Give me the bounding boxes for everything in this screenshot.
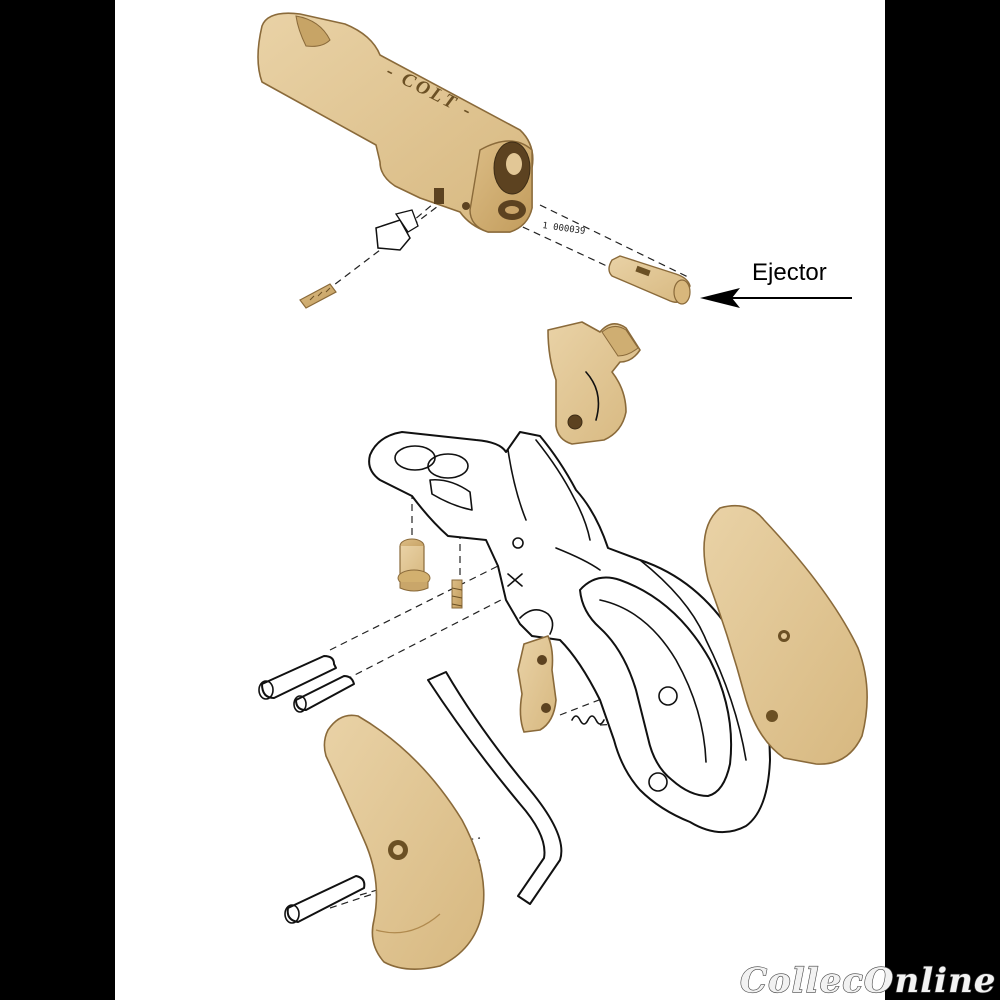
frame-screw-large xyxy=(397,538,431,592)
watermark: CollecOnline xyxy=(740,961,996,1000)
barrel-latch xyxy=(375,209,419,251)
grip-right xyxy=(703,504,868,765)
hammer-pin xyxy=(293,675,355,713)
grip-screw xyxy=(284,875,366,924)
frame xyxy=(368,431,771,833)
ejector-label: Ejector xyxy=(752,259,827,286)
hammer xyxy=(547,321,641,445)
main-spring xyxy=(427,671,563,905)
ejector-part xyxy=(608,255,691,305)
frame-screw-small xyxy=(451,579,463,609)
trigger xyxy=(517,635,557,733)
ejector-callout: Ejector xyxy=(700,259,852,308)
arrow-icon xyxy=(700,288,740,308)
spring xyxy=(571,715,605,725)
grip-left xyxy=(323,714,485,970)
latch-screw xyxy=(299,283,337,309)
trigger-pin xyxy=(258,655,337,700)
